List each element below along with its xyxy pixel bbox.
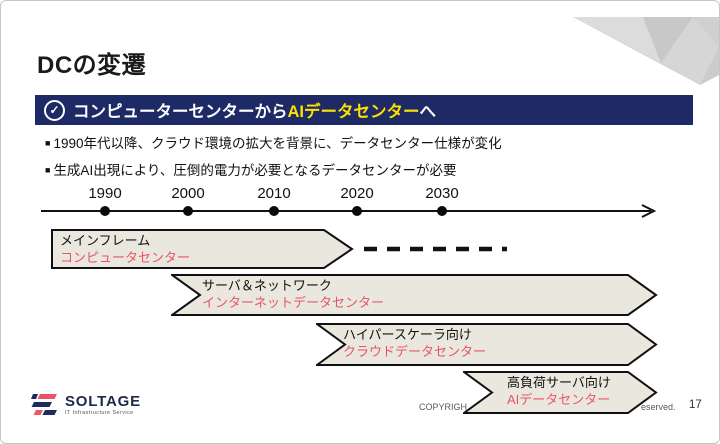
era-bar-mainframe: メインフレーム コンピュータセンター bbox=[51, 229, 354, 269]
year-label-2010: 2010 bbox=[257, 185, 291, 202]
axis-arrow-icon bbox=[641, 204, 657, 218]
page-number: 17 bbox=[689, 399, 702, 411]
era-sublabel: AIデータセンター bbox=[507, 392, 611, 407]
era-sublabel: クラウドデータセンター bbox=[343, 344, 487, 359]
bullet-text: 生成AI出現により、圧倒的電力が必要となるデータセンターが必要 bbox=[53, 163, 457, 178]
era-bar-cloud-dc: ハイパースケーラ向け クラウドデータセンター bbox=[316, 323, 658, 366]
year-label-2020: 2020 bbox=[340, 185, 374, 202]
bullet-item: ■1990年代以降、クラウド環境の拡大を背景に、データセンター仕様が変化 bbox=[45, 132, 502, 152]
bullet-list: ■1990年代以降、クラウド環境の拡大を背景に、データセンター仕様が変化 ■生成… bbox=[45, 132, 502, 186]
banner-text-highlight: AIデータセンター bbox=[287, 103, 420, 121]
check-icon: ✓ bbox=[44, 99, 65, 121]
era-sublabel: コンピュータセンター bbox=[60, 250, 191, 265]
era-label: 高負荷サーバ向け bbox=[507, 375, 611, 390]
era-label: メインフレーム bbox=[60, 233, 151, 248]
corner-decoration bbox=[573, 17, 719, 85]
copyright-text-right: eserved. bbox=[641, 402, 676, 412]
bullet-item: ■生成AI出現により、圧倒的電力が必要となるデータセンターが必要 bbox=[45, 159, 502, 179]
era-label: サーバ＆ネットワーク bbox=[202, 278, 332, 293]
bullet-text: 1990年代以降、クラウド環境の拡大を背景に、データセンター仕様が変化 bbox=[53, 136, 502, 151]
logo-words: SOLTAGE IT Infrastructure Service bbox=[65, 394, 141, 416]
copyright-text-left: COPYRIGH bbox=[419, 402, 468, 412]
banner-text-after: へ bbox=[419, 103, 437, 121]
era-bar-internet-dc: サーバ＆ネットワーク インターネットデータセンター bbox=[171, 274, 658, 316]
era-arrow-shape bbox=[171, 274, 658, 316]
era-bar-ai-dc: 高負荷サーバ向け AIデータセンター bbox=[463, 371, 658, 414]
era-arrow-shape bbox=[316, 323, 658, 366]
era-sublabel: インターネットデータセンター bbox=[202, 295, 385, 310]
era-arrow-shape bbox=[51, 229, 354, 269]
logo-name: SOLTAGE bbox=[65, 393, 141, 410]
era-arrow-shape bbox=[463, 371, 658, 414]
year-label-2000: 2000 bbox=[171, 185, 205, 202]
company-logo: SOLTAGE IT Infrastructure Service bbox=[31, 393, 141, 417]
bullet-marker: ■ bbox=[45, 138, 51, 148]
soltage-logo-icon bbox=[31, 394, 57, 415]
year-label-2030: 2030 bbox=[425, 185, 459, 202]
headline-banner: ✓ コンピューターセンターからAIデータセンターへ bbox=[35, 95, 693, 125]
era-label: ハイパースケーラ向け bbox=[343, 327, 472, 342]
logo-tagline: IT Infrastructure Service bbox=[65, 410, 134, 416]
banner-text-before: コンピューターセンターから bbox=[73, 103, 288, 121]
year-label-1990: 1990 bbox=[88, 185, 122, 202]
page-title: DCの変遷 bbox=[37, 52, 147, 79]
banner-text: コンピューターセンターからAIデータセンターへ bbox=[73, 98, 436, 122]
bullet-marker: ■ bbox=[45, 165, 51, 175]
